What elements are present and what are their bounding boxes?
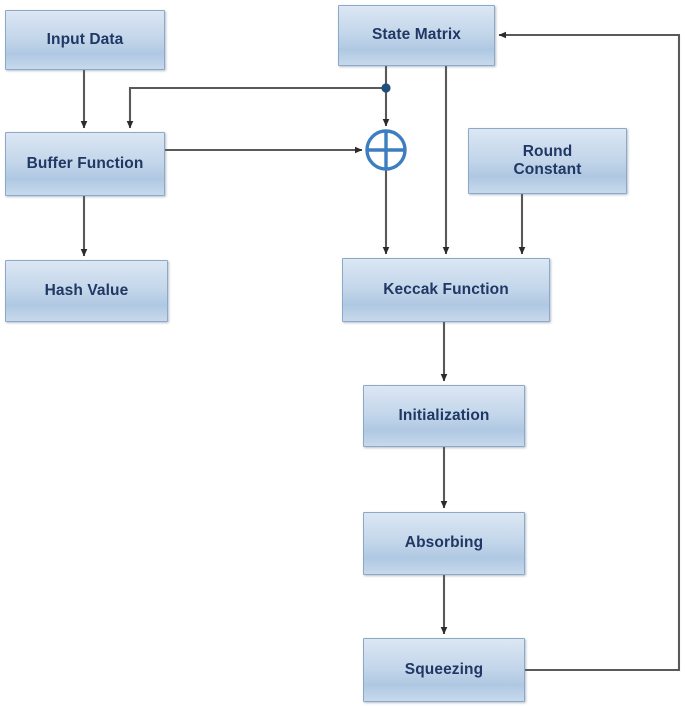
node-keccak-function[interactable]: Keccak Function xyxy=(342,258,550,322)
node-initialization[interactable]: Initialization xyxy=(363,385,525,447)
node-buffer-function[interactable]: Buffer Function xyxy=(5,132,165,196)
node-initialization-label: Initialization xyxy=(398,406,490,424)
node-squeezing-label: Squeezing xyxy=(404,660,484,678)
node-absorbing[interactable]: Absorbing xyxy=(363,512,525,575)
node-squeezing[interactable]: Squeezing xyxy=(363,638,525,702)
node-input-data-label: Input Data xyxy=(46,30,124,48)
node-state-matrix[interactable]: State Matrix xyxy=(338,5,495,66)
node-input-data[interactable]: Input Data xyxy=(5,10,165,70)
node-buffer-function-label: Buffer Function xyxy=(26,154,144,172)
xor-gate[interactable] xyxy=(362,126,410,174)
junction-dot xyxy=(381,83,391,93)
edge-state-to-buffer xyxy=(126,66,388,129)
node-hash-value-label: Hash Value xyxy=(44,281,129,299)
node-state-matrix-label: State Matrix xyxy=(371,26,462,44)
node-round-constant-label: Round Constant xyxy=(513,142,582,178)
node-round-constant[interactable]: Round Constant xyxy=(468,128,627,194)
node-absorbing-label: Absorbing xyxy=(404,534,484,552)
node-keccak-function-label: Keccak Function xyxy=(383,280,509,298)
node-hash-value[interactable]: Hash Value xyxy=(5,260,168,322)
